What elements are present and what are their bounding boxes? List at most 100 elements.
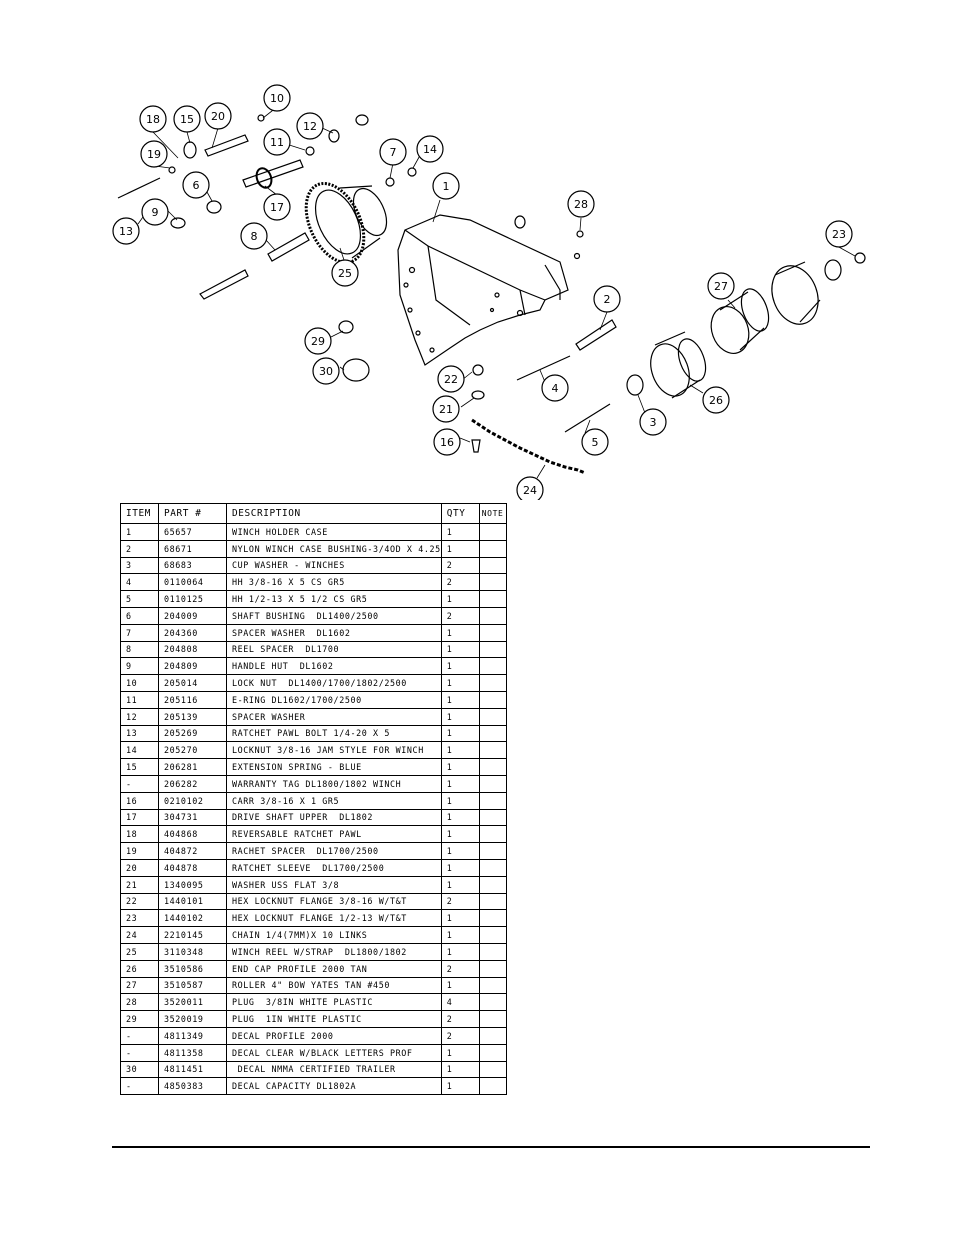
- cell-description: CHAIN 1/4(7MM)X 10 LINKS: [226, 926, 442, 944]
- decal-nmma: [342, 358, 370, 382]
- cell-qty: 1: [440, 758, 480, 776]
- cell-item: 20: [120, 858, 159, 877]
- cell-qty: 1: [440, 825, 480, 844]
- cell-part: 65657: [158, 523, 227, 541]
- cell-note: [478, 539, 507, 558]
- cell-item: 15: [120, 758, 159, 776]
- cell-part: 206281: [158, 758, 227, 776]
- cell-description: RATCHET SLEEVE DL1700/2500: [226, 858, 442, 877]
- cell-part: 1440101: [158, 892, 227, 911]
- cell-description: HANDLE HUT DL1602: [226, 657, 442, 676]
- svg-text:16: 16: [440, 436, 454, 449]
- callout-20: 20: [204, 102, 232, 130]
- cell-part: 205269: [158, 724, 227, 743]
- cell-note: [478, 707, 507, 726]
- cell-note: [478, 1077, 507, 1096]
- ratchet-sleeve: [204, 134, 249, 157]
- cell-description: PLUG 1IN WHITE PLASTIC: [226, 1010, 442, 1028]
- cell-description: SHAFT BUSHING DL1400/2500: [226, 606, 442, 625]
- callouts: 10 18 15 20 12 11 7 14 19 6 17 1 13 9 8 …: [112, 84, 853, 504]
- cell-item: 6: [120, 606, 159, 625]
- cell-note: [478, 590, 507, 608]
- cell-note: [478, 976, 507, 995]
- cell-qty: 1: [440, 539, 480, 558]
- cell-qty: 1: [440, 875, 480, 894]
- cell-qty: 1: [440, 791, 480, 810]
- callout-19: 19: [140, 140, 168, 168]
- cell-description: LOCK NUT DL1400/1700/1802/2500: [226, 674, 442, 692]
- cell-qty: 2: [440, 573, 480, 592]
- callout-13: 13: [112, 217, 140, 245]
- callout-8: 8: [240, 222, 268, 250]
- nylon-bushing: [575, 319, 617, 351]
- cell-note: [478, 909, 507, 928]
- svg-text:28: 28: [574, 198, 588, 211]
- cell-note: [478, 1060, 507, 1079]
- callout-2: 2: [593, 285, 621, 313]
- cell-note: [478, 875, 507, 894]
- cell-description: DECAL NMMA CERTIFIED TRAILER: [226, 1060, 442, 1079]
- ratchet-pawl: [183, 141, 197, 159]
- cell-item: 24: [120, 926, 159, 944]
- cell-part: 204360: [158, 623, 227, 642]
- cell-part: 205014: [158, 674, 227, 692]
- callout-4: 4: [541, 374, 569, 402]
- cell-note: [478, 1043, 507, 1062]
- callout-22: 22: [437, 365, 465, 393]
- cell-note: [478, 959, 507, 978]
- cell-qty: 1: [440, 1077, 480, 1096]
- cell-description: REEL SPACER DL1700: [226, 640, 442, 659]
- cell-item: 9: [120, 657, 159, 676]
- svg-text:19: 19: [147, 148, 161, 161]
- cell-part: 304731: [158, 808, 227, 827]
- svg-text:14: 14: [423, 143, 437, 156]
- callout-27: 27: [707, 272, 735, 300]
- callout-14: 14: [416, 135, 444, 163]
- cell-part: 3520019: [158, 1010, 227, 1028]
- callout-11: 11: [263, 128, 291, 156]
- cell-item: 19: [120, 842, 159, 860]
- exploded-parts-diagram: 10 18 15 20 12 11 7 14 19 6 17 1 13 9 8 …: [100, 80, 880, 504]
- cell-item: 27: [120, 976, 159, 995]
- header-note: NOTE: [478, 503, 507, 524]
- svg-text:4: 4: [552, 382, 559, 395]
- cell-note: [478, 791, 507, 810]
- svg-text:22: 22: [444, 373, 458, 386]
- callout-15: 15: [173, 105, 201, 133]
- cell-part: 4811451: [158, 1060, 227, 1079]
- cell-description: REVERSABLE RATCHET PAWL: [226, 825, 442, 844]
- callout-5: 5: [581, 428, 609, 456]
- svg-text:21: 21: [439, 403, 453, 416]
- svg-text:13: 13: [119, 225, 133, 238]
- cell-note: [478, 758, 507, 776]
- cell-item: 11: [120, 690, 159, 709]
- diagram-parts: [117, 106, 866, 479]
- svg-text:26: 26: [709, 394, 723, 407]
- cell-description: SPACER WASHER DL1602: [226, 623, 442, 642]
- cell-description: HH 3/8-16 X 5 CS GR5: [226, 573, 442, 592]
- washer-21: [471, 390, 485, 400]
- chain: [471, 418, 586, 475]
- cell-part: 3520011: [158, 993, 227, 1012]
- svg-text:2: 2: [604, 293, 611, 306]
- cell-description: DECAL CAPACITY DL1802A: [226, 1077, 442, 1096]
- ratchet-pawl-bolt: [117, 177, 161, 199]
- cell-description: WINCH REEL W/STRAP DL1800/1802: [226, 942, 442, 961]
- cell-qty: 2: [440, 959, 480, 978]
- cell-qty: 2: [440, 1010, 480, 1028]
- svg-text:17: 17: [270, 201, 284, 214]
- callout-10: 10: [263, 84, 291, 112]
